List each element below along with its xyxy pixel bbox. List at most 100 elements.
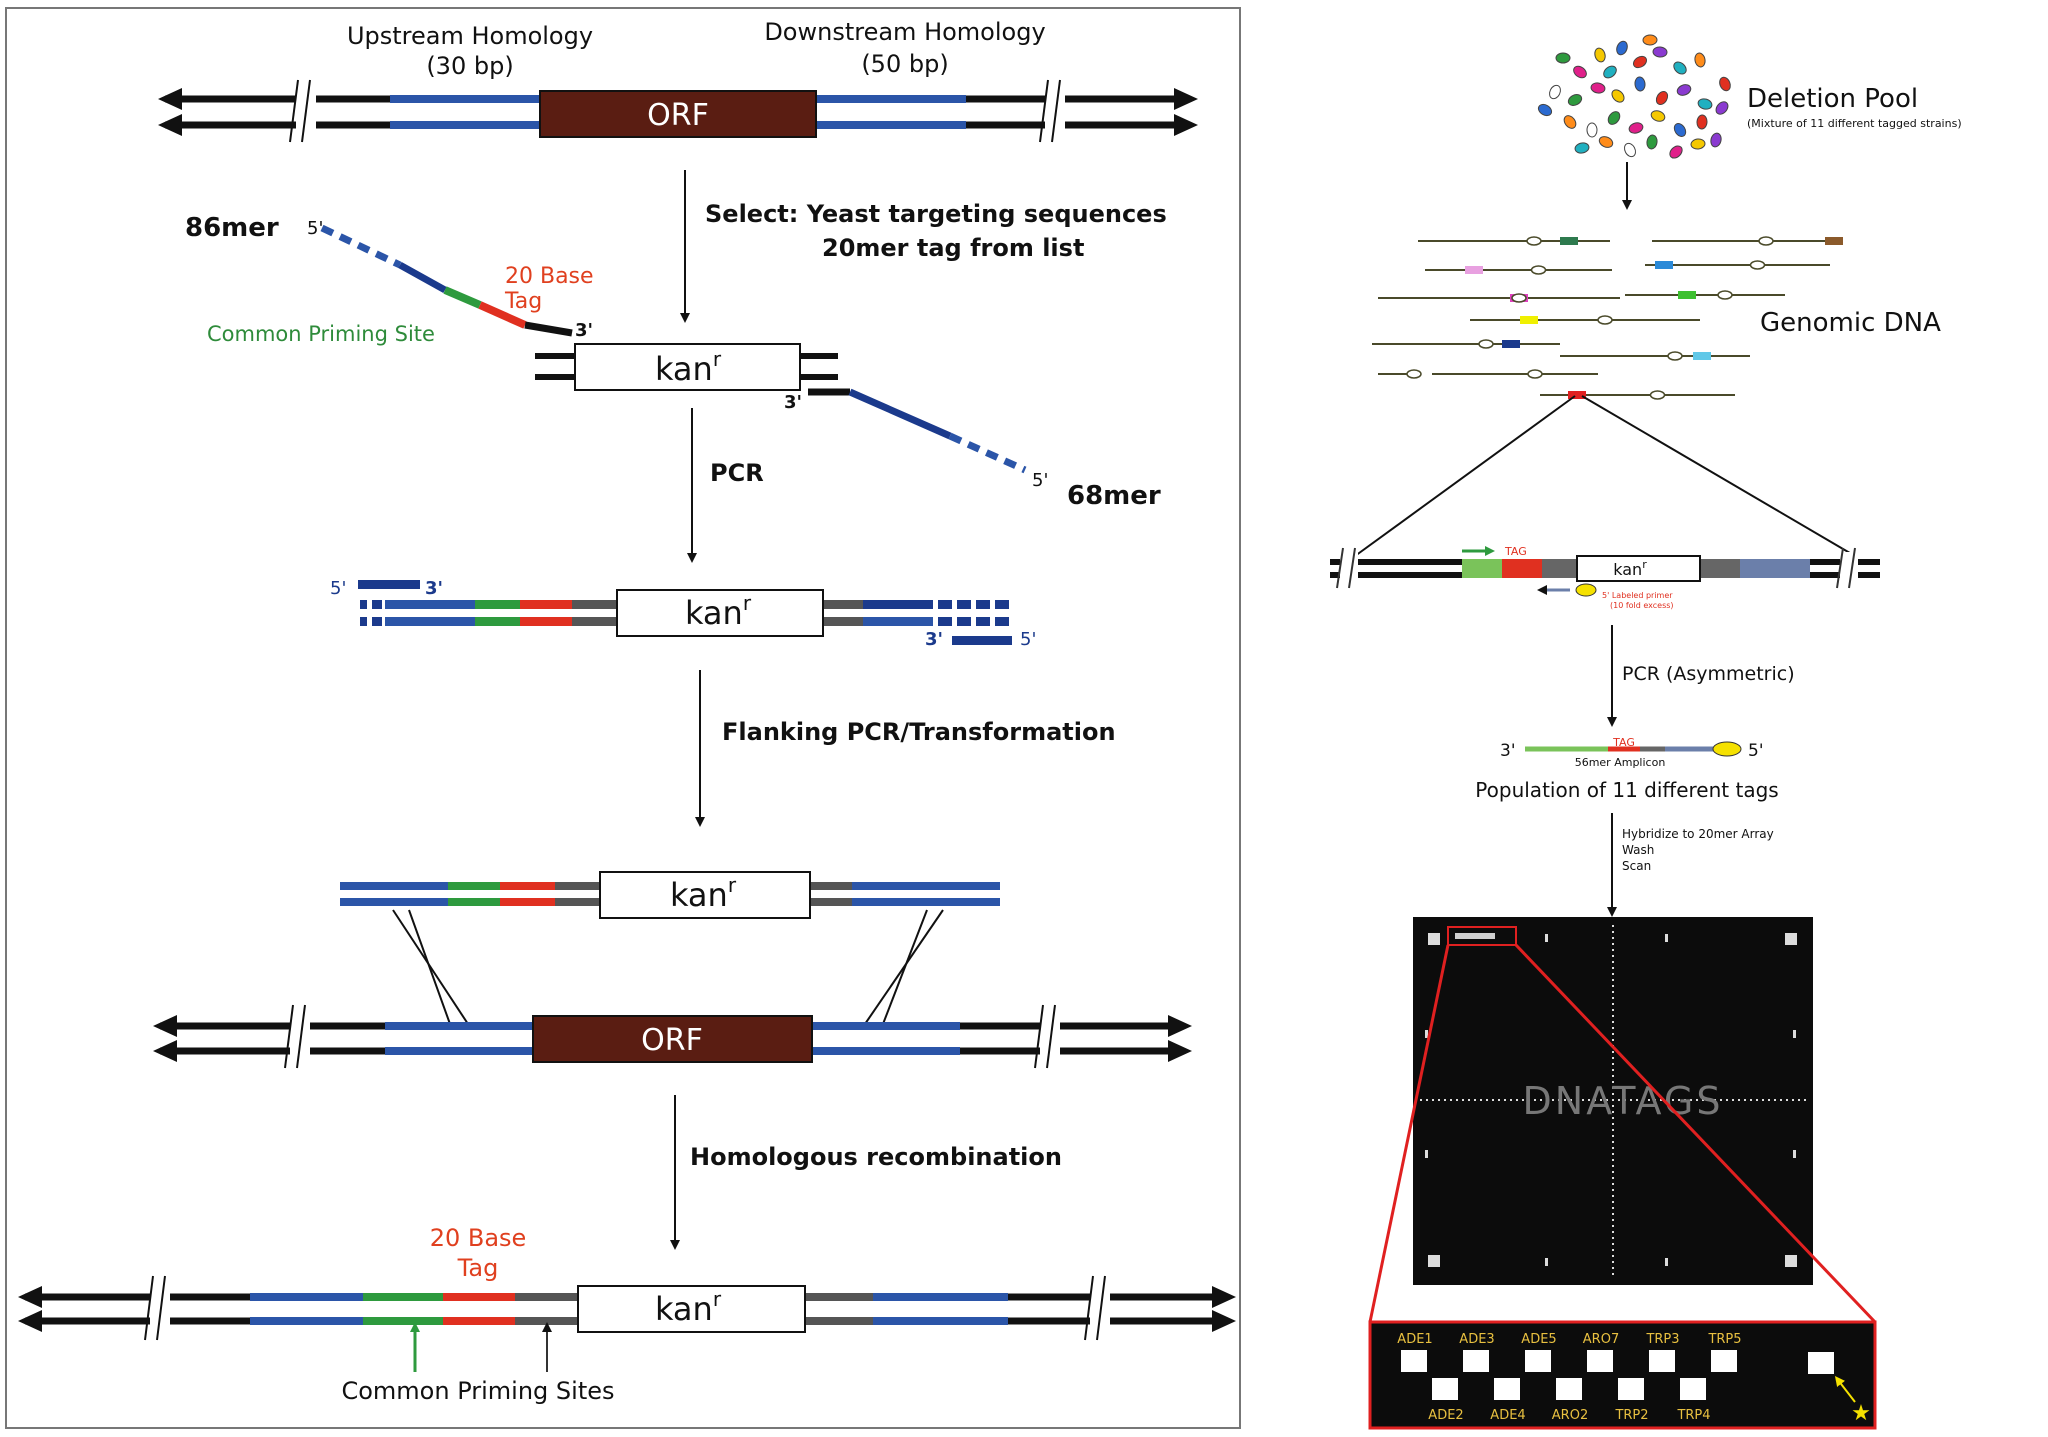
pool-cell bbox=[1594, 47, 1606, 63]
pool-cell bbox=[1697, 98, 1713, 110]
primer-86mer-5prime: 5' bbox=[307, 218, 323, 239]
array-tag-label-top: TRP3 bbox=[1645, 1332, 1679, 1347]
genomic-dna-fragments bbox=[1372, 236, 1843, 400]
centromere-marker bbox=[1667, 351, 1683, 361]
amplicon-tag-label: TAG bbox=[1612, 736, 1635, 749]
array-tag-label-top: ADE5 bbox=[1521, 1332, 1556, 1347]
array-spot-bottom bbox=[1618, 1378, 1644, 1400]
pool-cell bbox=[1549, 84, 1561, 100]
array-control-spot bbox=[1808, 1352, 1834, 1374]
dna-tag bbox=[1502, 340, 1520, 348]
pool-cell bbox=[1586, 122, 1598, 138]
orf-box-top bbox=[539, 90, 817, 138]
pool-cell bbox=[1607, 111, 1621, 125]
upstream-homology-label: Upstream Homology bbox=[347, 22, 593, 50]
dna-tag bbox=[1568, 391, 1586, 399]
array-spots bbox=[1425, 934, 1796, 1266]
pool-cell bbox=[1715, 101, 1729, 115]
primer-68mer-5prime: 5' bbox=[1032, 470, 1048, 491]
centromere-marker bbox=[1527, 369, 1543, 379]
kan-box-right bbox=[1576, 555, 1701, 582]
array-dotted-lines bbox=[1420, 925, 1806, 1278]
kan-label-2: kanr bbox=[685, 591, 752, 632]
array-watermark-text: DNATAGS bbox=[1523, 1079, 1724, 1123]
amplicon bbox=[1525, 741, 1742, 757]
dna-tag bbox=[1520, 316, 1538, 324]
callout-line-left bbox=[1368, 944, 1450, 1323]
pcr-product-5prime-right: 5' bbox=[1020, 629, 1036, 650]
pool-cell bbox=[1598, 136, 1614, 148]
step-pcr-label: PCR bbox=[710, 459, 764, 487]
array-zoom-detail bbox=[1368, 1320, 1877, 1430]
pool-cell bbox=[1650, 110, 1666, 122]
tag-label-top-line1: 20 Base bbox=[505, 264, 594, 289]
pool-cell bbox=[1673, 123, 1687, 137]
downstream-bp-label: (50 bp) bbox=[861, 50, 948, 78]
step-homologous-label: Homologous recombination bbox=[690, 1143, 1062, 1171]
array-tag-label-top: ARO7 bbox=[1583, 1332, 1619, 1347]
population-label: Population of 11 different tags bbox=[1475, 778, 1778, 802]
star-icon: ★ bbox=[1851, 1401, 1871, 1426]
pool-cell bbox=[1628, 122, 1644, 134]
primer-68mer bbox=[808, 388, 1027, 474]
orf-label-bottom: ORF bbox=[641, 1023, 703, 1058]
array-tag-label-bottom: TRP4 bbox=[1676, 1408, 1710, 1423]
array-zoom-highlight bbox=[1447, 926, 1517, 946]
labeled-primer-line1: 5' Labeled primer bbox=[1602, 591, 1673, 600]
array-spot-bottom bbox=[1556, 1378, 1582, 1400]
pool-cell bbox=[1652, 46, 1668, 58]
pool-cell bbox=[1563, 115, 1577, 129]
centromere-marker bbox=[1649, 390, 1666, 400]
dna-tag bbox=[1678, 291, 1696, 299]
kan-box-4 bbox=[577, 1285, 806, 1333]
array-spot-bottom bbox=[1680, 1378, 1706, 1400]
array-tag-label-bottom: ARO2 bbox=[1552, 1408, 1588, 1423]
pool-cell bbox=[1574, 142, 1590, 154]
step-select-line2: 20mer tag from list bbox=[822, 234, 1084, 262]
step-select-line1: Select: Yeast targeting sequences bbox=[705, 200, 1167, 228]
pcr-product-3prime-right: 3' bbox=[925, 629, 943, 650]
array-tag-label-bottom: ADE2 bbox=[1428, 1408, 1463, 1423]
pool-cell bbox=[1673, 61, 1687, 75]
pool-cell bbox=[1676, 84, 1692, 96]
hybridize-line2: Wash bbox=[1622, 843, 1654, 857]
pcr-product bbox=[358, 580, 1012, 645]
kan-label-1: kanr bbox=[655, 347, 722, 388]
primer-68mer-label: 68mer bbox=[1067, 481, 1161, 511]
array-tag-strip bbox=[1455, 933, 1495, 939]
dna-tag bbox=[1560, 237, 1578, 245]
amplicon-3prime: 3' bbox=[1500, 741, 1516, 761]
primer-86mer bbox=[320, 224, 573, 337]
array-spot-top bbox=[1401, 1350, 1427, 1372]
dna-tag bbox=[1465, 266, 1483, 274]
tag-label-bottom-line1: 20 Base bbox=[430, 1224, 527, 1252]
pool-cell bbox=[1646, 134, 1658, 150]
pcr-product-3prime-left: 3' bbox=[425, 578, 443, 599]
labeled-primer-line2: (10 fold excess) bbox=[1610, 601, 1674, 610]
array-tag-label-top: ADE3 bbox=[1459, 1332, 1494, 1347]
dna-tag bbox=[1655, 261, 1673, 269]
array-tag-label-top: TRP5 bbox=[1707, 1332, 1741, 1347]
pool-cell bbox=[1669, 145, 1683, 159]
orf-box-bottom bbox=[532, 1015, 813, 1063]
pool-cell bbox=[1623, 142, 1637, 158]
array-tag-label-top: ADE1 bbox=[1397, 1332, 1432, 1347]
centromere-marker bbox=[1758, 236, 1774, 246]
common-priming-site-label: Common Priming Site bbox=[207, 322, 435, 346]
hybridize-line3: Scan bbox=[1622, 859, 1651, 873]
kan-box-1 bbox=[574, 343, 801, 391]
pool-cell bbox=[1537, 103, 1553, 117]
pool-cell bbox=[1573, 65, 1587, 79]
kan-label-4: kanr bbox=[655, 1287, 722, 1328]
pool-cell bbox=[1567, 94, 1583, 106]
array-spot-bottom bbox=[1432, 1378, 1458, 1400]
pool-cell bbox=[1696, 114, 1708, 130]
centromere-marker bbox=[1717, 290, 1733, 300]
transformation-cassette bbox=[340, 882, 1000, 906]
orf-label-top: ORF bbox=[647, 98, 709, 133]
centromere-marker bbox=[1597, 315, 1613, 325]
left-panel-frame bbox=[5, 7, 1241, 1429]
callout-line-right bbox=[1514, 943, 1877, 1324]
